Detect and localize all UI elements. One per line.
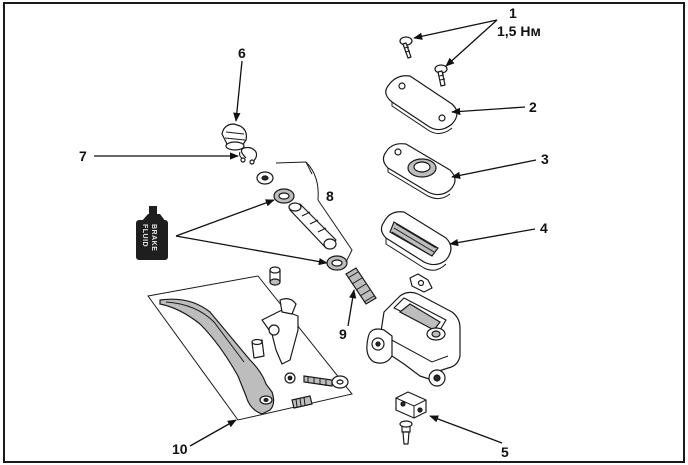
- lever-bracket: [147, 275, 353, 421]
- callout-10: 10: [172, 441, 188, 457]
- leader-6: [233, 60, 243, 122]
- adjuster-cam: [261, 298, 299, 365]
- leader-5: [429, 415, 503, 444]
- bottle-label-1: BRAKE: [150, 224, 157, 251]
- leader-fluid-a: [175, 199, 275, 237]
- callout-5: 5: [501, 444, 509, 460]
- lever-washer: [284, 372, 296, 384]
- leader-1a: [413, 19, 498, 40]
- lever-pivot-bolt: [269, 266, 281, 286]
- leader-10: [189, 419, 237, 447]
- piston-assembly: [256, 171, 348, 271]
- leader-2: [451, 106, 526, 116]
- piston-bracket-arc: [305, 161, 319, 201]
- callout-2: 2: [529, 99, 537, 115]
- bottle-label-2: FLUID: [141, 224, 148, 247]
- diaphragm-plate: [382, 143, 456, 200]
- adjuster-screw: [303, 375, 349, 389]
- reservoir-clip: [409, 273, 433, 293]
- callout-9: 9: [339, 326, 347, 342]
- callout-7: 7: [79, 148, 87, 164]
- leader-4: [449, 228, 536, 247]
- circlip: [239, 146, 258, 165]
- callout-3: 3: [541, 151, 549, 167]
- lever-spring: [291, 395, 313, 409]
- reservoir-cover: [385, 75, 458, 134]
- leader-9: [347, 289, 357, 327]
- leader-1b: [445, 19, 498, 67]
- brake-lever: [159, 298, 275, 415]
- pushrod-bushing: [251, 338, 265, 359]
- callout-6: 6: [238, 45, 246, 61]
- brake-light-switch: [395, 391, 427, 445]
- brake-fluid-bottle: BRAKE FLUID: [136, 206, 168, 260]
- leader-fluid-b: [175, 235, 328, 266]
- callout-1: 1: [509, 5, 517, 21]
- cover-screw-left: [399, 36, 413, 59]
- leader-3: [451, 159, 537, 179]
- piston-bracket: [275, 161, 353, 263]
- master-cylinder-body: [366, 291, 461, 387]
- return-spring: [345, 267, 377, 305]
- diagram-border: [3, 2, 685, 463]
- callout-8: 8: [326, 188, 334, 204]
- rubber-diaphragm: [380, 211, 452, 271]
- dust-boot: [221, 123, 247, 151]
- callout-4: 4: [540, 220, 548, 236]
- cover-screw-right: [434, 64, 448, 87]
- callout-1-torque: 1,5 Нм: [497, 23, 541, 39]
